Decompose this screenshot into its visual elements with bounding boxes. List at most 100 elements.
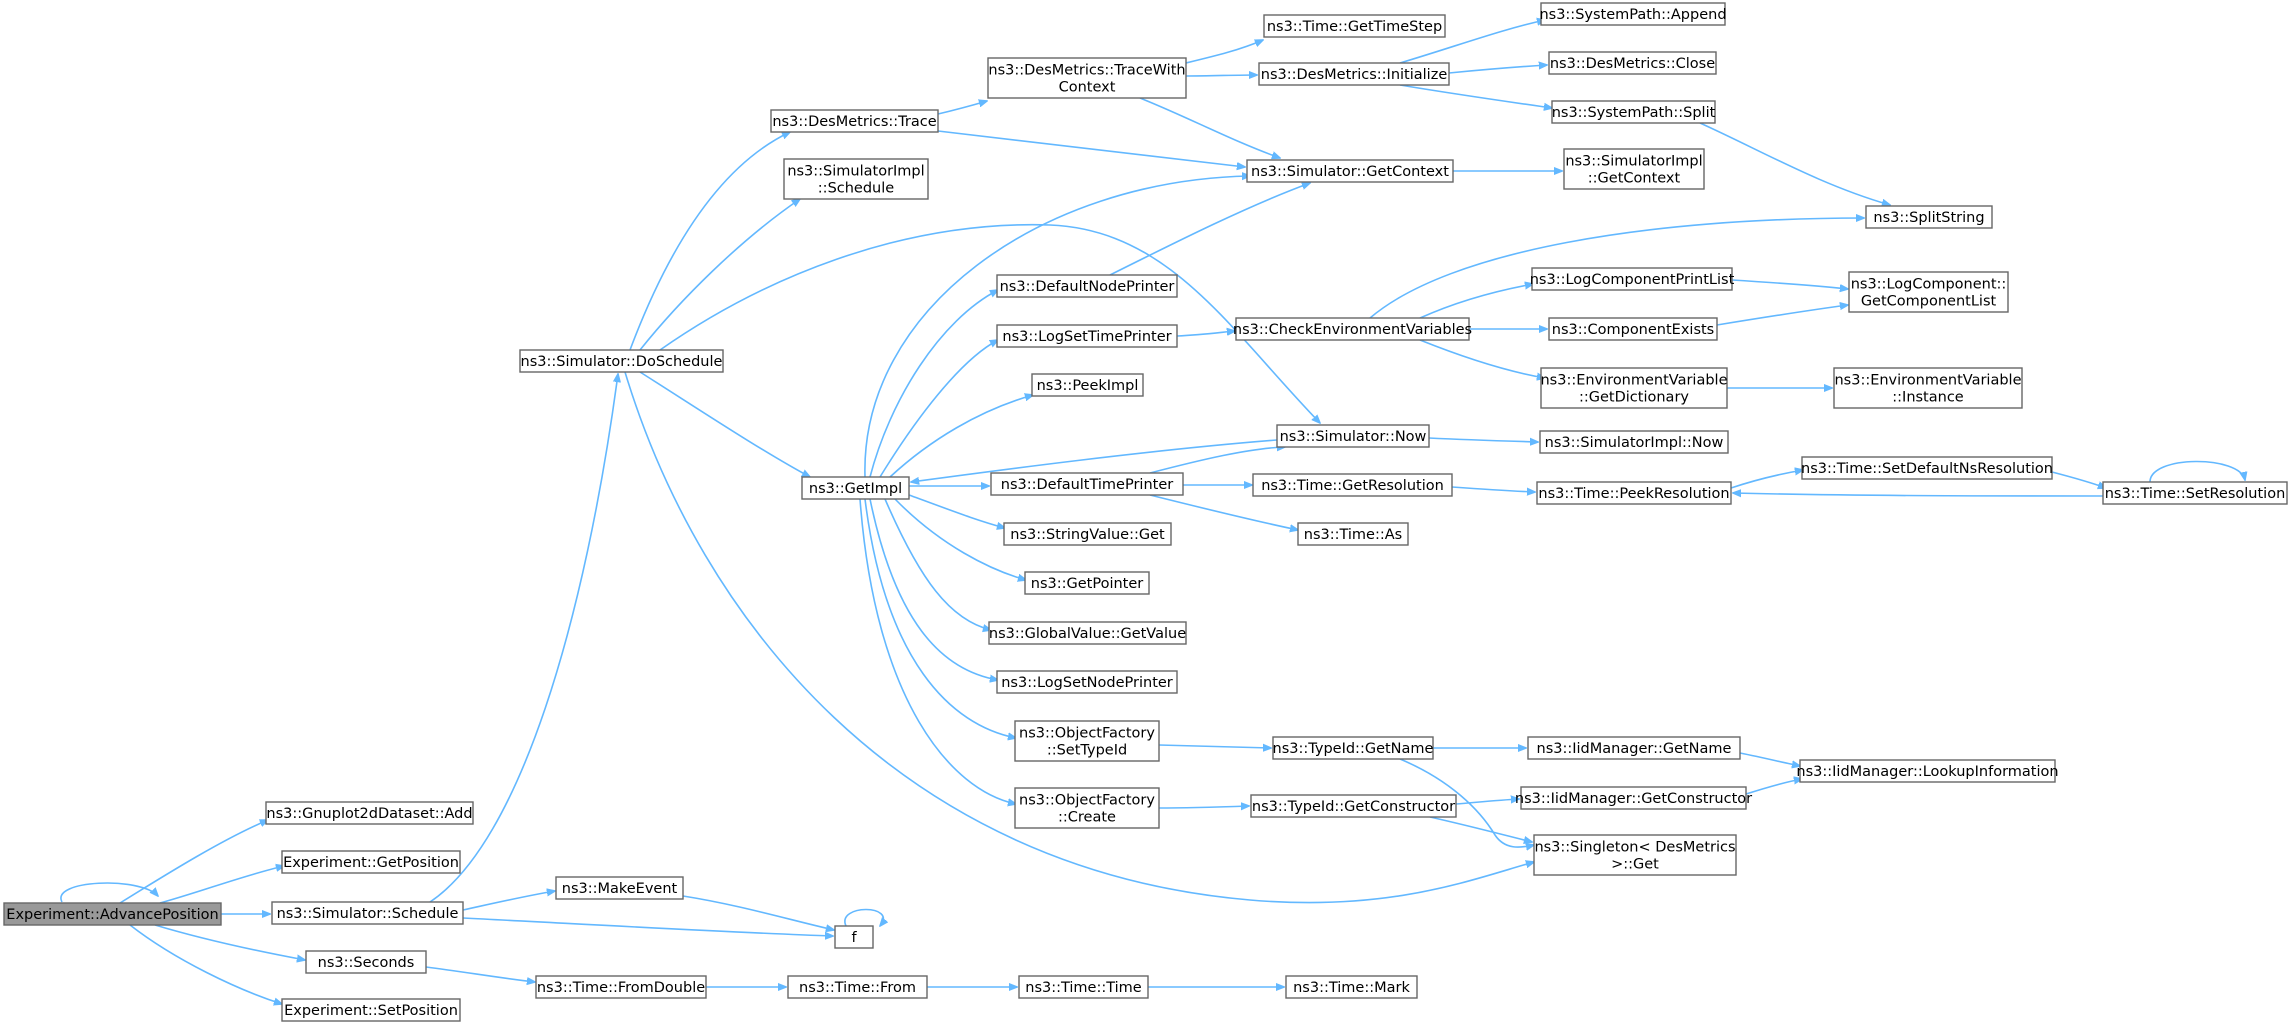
call-edge-schedule-to-doschedule bbox=[429, 374, 618, 903]
node-box bbox=[555, 876, 684, 900]
node-spsplit[interactable]: ns3::SystemPath::Split bbox=[1551, 100, 1716, 124]
node-ofcreate[interactable]: ns3::ObjectFactory::Create bbox=[1014, 787, 1160, 829]
node-box bbox=[1258, 62, 1450, 86]
node-box bbox=[2102, 481, 2288, 505]
call-edge-seconds-to-fromdouble bbox=[425, 966, 535, 982]
node-box bbox=[1252, 473, 1453, 497]
node-box bbox=[1799, 759, 2056, 783]
node-defnodeprinter[interactable]: ns3::DefaultNodePrinter bbox=[996, 274, 1178, 298]
call-edge-logcompprintlist-to-logcompgetlist bbox=[1731, 279, 1848, 289]
node-label: ns3::LogSetNodePrinter bbox=[1001, 675, 1173, 691]
node-iidgetname[interactable]: ns3::IidManager::GetName bbox=[1527, 736, 1741, 760]
node-f[interactable]: f bbox=[834, 925, 874, 949]
call-edge-simnow-to-simimplnow bbox=[1428, 437, 1538, 442]
node-iidgetctor[interactable]: ns3::IidManager::GetConstructor bbox=[1515, 786, 1752, 810]
node-timemark[interactable]: ns3::Time::Mark bbox=[1285, 975, 1418, 999]
call-edge-doschedule-to-simnow bbox=[659, 223, 1320, 423]
node-box bbox=[535, 975, 707, 999]
node-simimplgetctx[interactable]: ns3::SimulatorImpl::GetContext bbox=[1563, 148, 1705, 190]
node-makeevent[interactable]: ns3::MakeEvent bbox=[555, 876, 684, 900]
node-getpos[interactable]: Experiment::GetPosition bbox=[281, 850, 461, 874]
node-simgetctx[interactable]: ns3::Simulator::GetContext bbox=[1246, 159, 1454, 183]
node-label: f bbox=[851, 930, 857, 946]
node-spappend[interactable]: ns3::SystemPath::Append bbox=[1539, 2, 1727, 26]
node-timeas[interactable]: ns3::Time::As bbox=[1297, 522, 1409, 546]
node-timefrom[interactable]: ns3::Time::From bbox=[787, 975, 928, 999]
node-doschedule[interactable]: ns3::Simulator::DoSchedule bbox=[519, 349, 724, 373]
node-label: ns3::DesMetrics::Close bbox=[1550, 56, 1715, 72]
call-edge-getimpl-to-simgetctx bbox=[864, 176, 1250, 478]
node-logcompprintlist[interactable]: ns3::LogComponentPrintList bbox=[1530, 267, 1735, 291]
node-desminit[interactable]: ns3::DesMetrics::Initialize bbox=[1258, 62, 1450, 86]
call-edge-getimpl-to-logsettimeprinter bbox=[879, 340, 998, 478]
node-advance[interactable]: Experiment::AdvancePosition bbox=[3, 902, 222, 926]
call-edge-getimpl-to-defnodeprinter bbox=[869, 290, 998, 478]
call-edge-getimpl-to-strvalget bbox=[908, 494, 1005, 528]
node-box bbox=[1563, 148, 1705, 190]
node-box bbox=[1540, 2, 1726, 26]
node-simimplnow[interactable]: ns3::SimulatorImpl::Now bbox=[1539, 430, 1729, 454]
node-seconds[interactable]: ns3::Seconds bbox=[305, 950, 427, 974]
node-getimpl[interactable]: ns3::GetImpl bbox=[801, 476, 910, 500]
call-edge-spsplit-to-splitstring bbox=[1699, 122, 1890, 205]
node-checkenv[interactable]: ns3::CheckEnvironmentVariables bbox=[1233, 317, 1472, 341]
node-compexists[interactable]: ns3::ComponentExists bbox=[1548, 317, 1718, 341]
node-box bbox=[1014, 720, 1160, 762]
node-setpos[interactable]: Experiment::SetPosition bbox=[281, 998, 461, 1022]
node-envvarinstance[interactable]: ns3::EnvironmentVariable::Instance bbox=[1833, 367, 2023, 409]
node-singletonget[interactable]: ns3::Singleton< DesMetrics>::Get bbox=[1533, 834, 1737, 876]
node-logsettimeprinter[interactable]: ns3::LogSetTimePrinter bbox=[996, 324, 1178, 348]
node-schedule[interactable]: ns3::Simulator::Schedule bbox=[271, 901, 464, 925]
node-gpadd[interactable]: ns3::Gnuplot2dDataset::Add bbox=[265, 801, 474, 825]
node-fromdouble[interactable]: ns3::Time::FromDouble bbox=[535, 975, 707, 999]
node-timegettimestep[interactable]: ns3::Time::GetTimeStep bbox=[1263, 14, 1446, 38]
node-timesetdefns[interactable]: ns3::Time::SetDefaultNsResolution bbox=[1801, 456, 2053, 480]
node-simimplsched[interactable]: ns3::SimulatorImpl::Schedule bbox=[783, 158, 929, 200]
node-box bbox=[1031, 373, 1144, 397]
node-timesetres[interactable]: ns3::Time::SetResolution bbox=[2102, 481, 2288, 505]
node-box bbox=[281, 998, 461, 1022]
node-box bbox=[1848, 271, 2009, 313]
call-edge-tracewithctx-to-simgetctx bbox=[1139, 97, 1280, 158]
call-edge-getimpl-to-peekimpl bbox=[889, 395, 1033, 478]
node-deftimeprinter[interactable]: ns3::DefaultTimePrinter bbox=[990, 472, 1184, 496]
node-ofsettypeid[interactable]: ns3::ObjectFactory::SetTypeId bbox=[1014, 720, 1160, 762]
node-desmtrace[interactable]: ns3::DesMetrics::Trace bbox=[770, 109, 939, 133]
node-getpointer[interactable]: ns3::GetPointer bbox=[1024, 571, 1150, 595]
node-label: ns3::ComponentExists bbox=[1552, 322, 1715, 338]
call-edge-timesetdefns-to-timesetres bbox=[2051, 471, 2106, 488]
node-iidlookup[interactable]: ns3::IidManager::LookupInformation bbox=[1796, 759, 2059, 783]
node-box bbox=[996, 670, 1178, 694]
node-timegetres[interactable]: ns3::Time::GetResolution bbox=[1252, 473, 1453, 497]
call-edge-doschedule-to-simimplsched bbox=[639, 199, 800, 351]
node-logcompgetlist[interactable]: ns3::LogComponent::GetComponentList bbox=[1848, 271, 2009, 313]
node-typeidgetctor[interactable]: ns3::TypeId::GetConstructor bbox=[1250, 794, 1457, 818]
call-edge-timesetres-to-timepeekres bbox=[1733, 493, 2104, 496]
node-box bbox=[1533, 834, 1737, 876]
call-edge-checkenv-to-splitstring bbox=[1369, 218, 1864, 319]
node-gvgetvalue[interactable]: ns3::GlobalValue::GetValue bbox=[988, 621, 1187, 645]
node-peekimpl[interactable]: ns3::PeekImpl bbox=[1031, 373, 1144, 397]
node-simnow[interactable]: ns3::Simulator::Now bbox=[1276, 424, 1430, 448]
node-box bbox=[996, 324, 1178, 348]
call-edge-desmtrace-to-simgetctx bbox=[937, 130, 1245, 167]
node-label: ns3::StringValue::Get bbox=[1010, 527, 1165, 543]
node-timetime[interactable]: ns3::Time::Time bbox=[1018, 975, 1149, 999]
call-edge-getimpl-to-getpointer bbox=[894, 498, 1026, 580]
node-typeidgetname[interactable]: ns3::TypeId::GetName bbox=[1272, 736, 1434, 760]
node-label: ns3::Simulator::Schedule bbox=[277, 906, 459, 922]
node-label: ns3::Simulator::DoSchedule bbox=[521, 354, 723, 370]
node-desmclose[interactable]: ns3::DesMetrics::Close bbox=[1548, 51, 1717, 75]
node-envvargetdict[interactable]: ns3::EnvironmentVariable::GetDictionary bbox=[1540, 367, 1728, 409]
node-logsetnodeprinter[interactable]: ns3::LogSetNodePrinter bbox=[996, 670, 1178, 694]
node-splitstring[interactable]: ns3::SplitString bbox=[1865, 205, 1993, 229]
node-strvalget[interactable]: ns3::StringValue::Get bbox=[1003, 522, 1172, 546]
node-timepeekres[interactable]: ns3::Time::PeekResolution bbox=[1536, 481, 1732, 505]
call-edge-advance-to-getpos bbox=[159, 866, 284, 904]
node-label: ns3::Time::GetResolution bbox=[1261, 478, 1444, 494]
node-box bbox=[1018, 975, 1149, 999]
call-edge-advance-to-advance bbox=[60, 882, 158, 903]
node-box bbox=[1539, 430, 1729, 454]
node-box bbox=[305, 950, 427, 974]
